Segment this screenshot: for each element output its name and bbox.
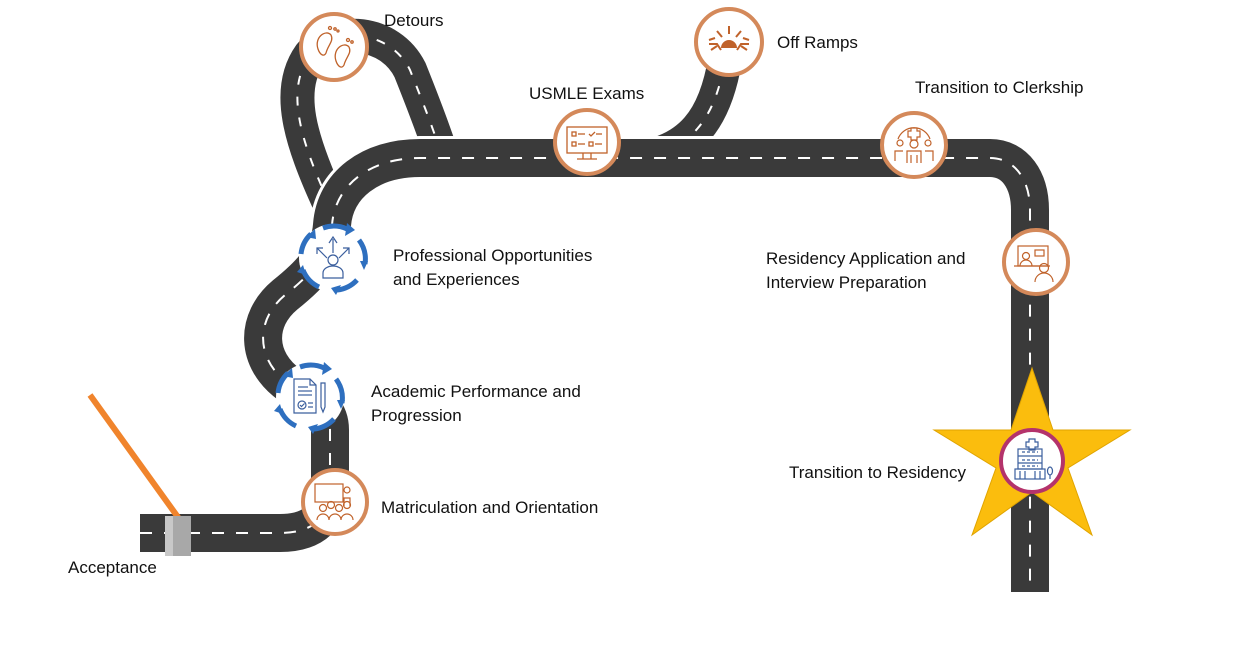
- label-matriculation: Matriculation and Orientation: [381, 498, 599, 517]
- academic-marker[interactable]: [274, 362, 345, 434]
- monitor-checklist-icon: [566, 126, 608, 160]
- matriculation-marker[interactable]: [301, 468, 369, 536]
- label-professional: Professional Opportunities and Experienc…: [393, 246, 593, 289]
- label-residency: Transition to Residency: [789, 463, 967, 482]
- usmle-marker[interactable]: [553, 108, 621, 176]
- classroom-icon: [314, 483, 354, 521]
- person-arrows-icon: [316, 235, 350, 279]
- gate-arm-icon: [87, 393, 183, 522]
- interview-icon: [1014, 245, 1054, 283]
- label-detours: Detours: [384, 11, 444, 30]
- label-academic: Academic Performance and Progression: [371, 382, 581, 425]
- label-off-ramps: Off Ramps: [777, 33, 858, 52]
- residency-app-marker[interactable]: [1002, 228, 1070, 296]
- medical-team-icon: [894, 127, 934, 163]
- label-residency-app: Residency Application and Interview Prep…: [766, 249, 966, 292]
- hospital-icon: [1014, 438, 1054, 480]
- detours-marker[interactable]: [299, 12, 369, 82]
- sunrise-icon: [708, 26, 750, 51]
- residency-marker[interactable]: [999, 428, 1065, 494]
- label-acceptance: Acceptance: [68, 558, 157, 577]
- label-clerkship: Transition to Clerkship: [915, 78, 1084, 97]
- label-usmle: USMLE Exams: [529, 84, 645, 103]
- footprints-icon: [316, 25, 354, 68]
- acceptance-gate: [87, 393, 191, 556]
- professional-marker[interactable]: [297, 223, 368, 295]
- document-pen-icon: [293, 378, 326, 414]
- road-main: [140, 136, 1052, 592]
- off-ramps-marker[interactable]: [694, 7, 764, 77]
- clerkship-marker[interactable]: [880, 111, 948, 179]
